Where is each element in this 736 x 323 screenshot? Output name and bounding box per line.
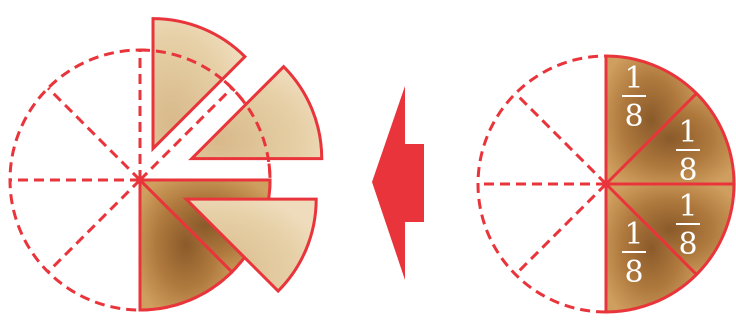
fraction-denominator: 8 [678,227,697,262]
arrow-left-icon [372,86,424,280]
fraction-denominator: 8 [624,99,643,134]
fraction-denominator: 8 [678,153,697,188]
right-dashed-outline [478,56,606,312]
fraction-denominator: 8 [624,255,643,290]
right-dashed-radius [515,93,606,184]
left-dashed-radius [48,180,140,272]
left-dashed-radius [48,88,140,180]
fraction-numerator: 1 [678,115,697,150]
fraction-numerator: 1 [678,189,697,224]
right-dashed-radius [515,184,606,275]
fraction-numerator: 1 [624,217,643,252]
fraction-numerator: 1 [624,61,643,96]
left-circle [10,19,322,310]
